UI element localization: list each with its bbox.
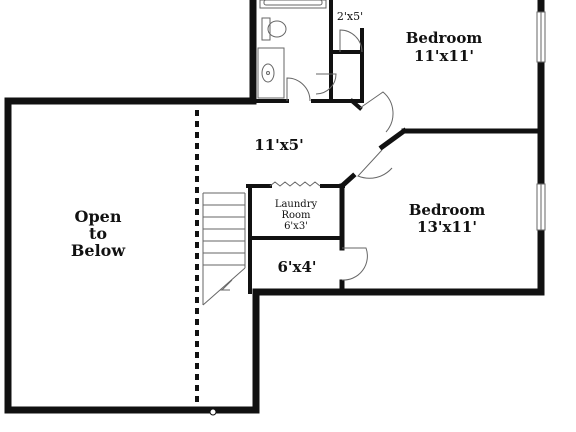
bedroom-right-name: Bedroom bbox=[409, 201, 486, 219]
bedroom-top-size: 11'x11' bbox=[414, 47, 474, 65]
sink-drain-icon bbox=[266, 71, 270, 75]
bathtub-icon bbox=[259, 0, 327, 9]
open-to-below-line1: Open bbox=[75, 207, 122, 226]
bedroom-right-size: 13'x11' bbox=[417, 218, 477, 236]
closet-small-size: 6'x4' bbox=[277, 258, 316, 276]
door-bedroom-right-icon bbox=[357, 149, 393, 179]
bifold-door-icon bbox=[269, 181, 321, 187]
door-bath-icon bbox=[286, 77, 311, 102]
laundry-size: 6'x3' bbox=[284, 221, 308, 232]
bedroom-top-name: Bedroom bbox=[406, 29, 483, 47]
sink-counter-icon bbox=[257, 47, 285, 99]
walls bbox=[4, 0, 545, 414]
laundry-name-line1: Laundry bbox=[275, 199, 318, 210]
windows bbox=[536, 11, 546, 231]
laundry-name-line2: Room bbox=[281, 210, 311, 221]
wall-bedroom-door-jamb bbox=[349, 98, 363, 111]
wall-between-bedrooms-diagonal bbox=[378, 127, 408, 151]
bath-fixtures bbox=[257, 0, 327, 99]
staircase bbox=[202, 192, 246, 306]
toilet-bowl-icon bbox=[267, 20, 287, 38]
door-corridor-closet-icon bbox=[315, 73, 337, 95]
door-closet-top-icon bbox=[339, 29, 363, 53]
toilet-tank-icon bbox=[261, 17, 271, 41]
sink-basin-icon bbox=[261, 63, 275, 83]
door-bedroom-top-icon bbox=[359, 91, 394, 133]
stair-winder bbox=[221, 279, 233, 291]
compass-mark-icon bbox=[209, 408, 217, 416]
open-to-below-line2: to bbox=[89, 224, 107, 243]
hallway-size: 11'x5' bbox=[254, 136, 303, 154]
door-small-closet-icon bbox=[341, 247, 368, 281]
doors bbox=[286, 29, 394, 281]
open-to-below-line3: Below bbox=[71, 241, 126, 260]
stair-winder bbox=[202, 267, 246, 306]
closet-top-size: 2'x5' bbox=[337, 10, 363, 23]
wall-bedroom-right-upper-left bbox=[339, 172, 357, 189]
bathtub-inner-icon bbox=[263, 0, 323, 6]
